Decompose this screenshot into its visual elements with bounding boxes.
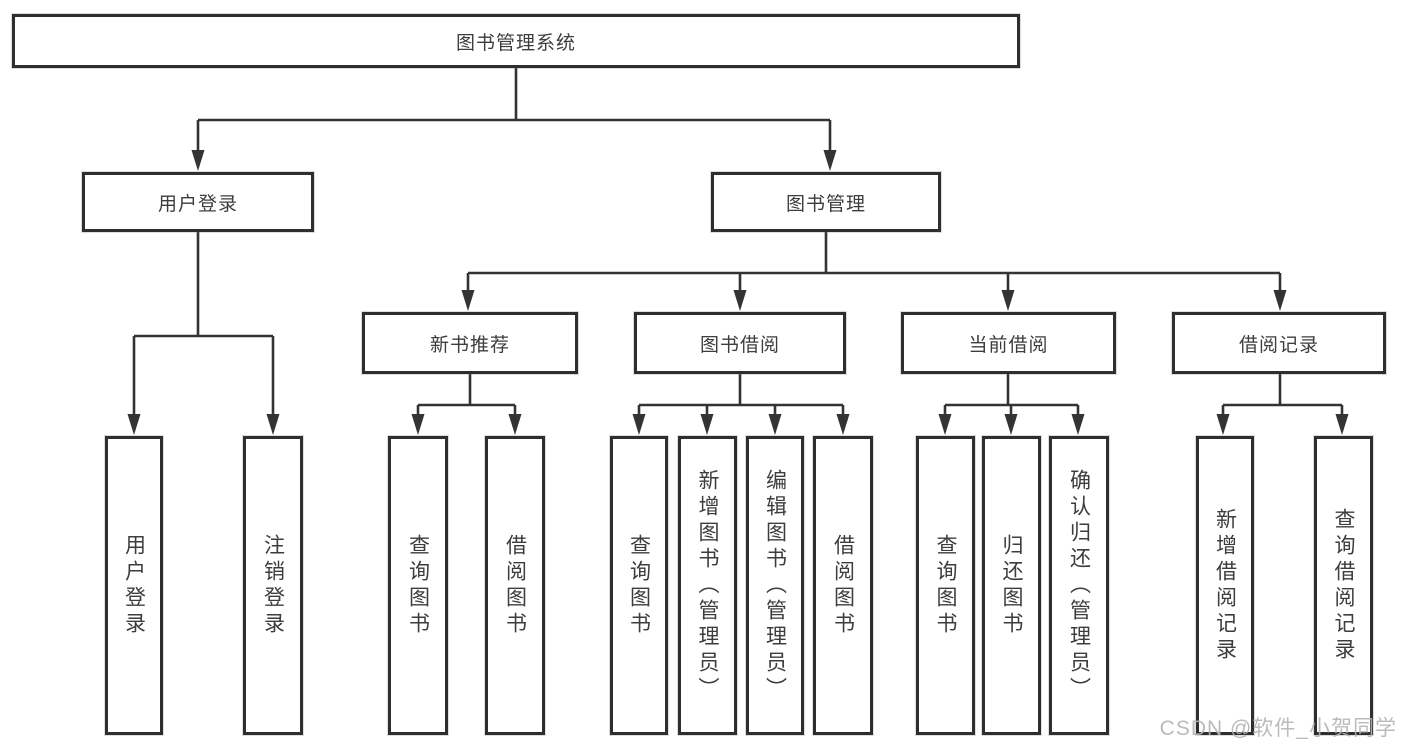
node-label: 图书管理系统 — [455, 32, 576, 54]
node-new-book-recommend: 新书推荐 — [362, 312, 578, 374]
leaf-query-borrow-record: 查询借阅记录 — [1314, 436, 1373, 735]
node-label: 归还图书 — [1000, 533, 1023, 638]
arrowhead-icons — [127, 150, 1349, 435]
node-label: 注销登录 — [261, 533, 285, 638]
leaf-confirm-return-admin: 确认归还（管理员） — [1049, 436, 1109, 735]
node-user-login: 用户登录 — [82, 172, 314, 232]
node-label: 当前借阅 — [968, 334, 1049, 356]
leaf-edit-books-admin: 编辑图书（管理员） — [746, 436, 804, 735]
leaf-add-borrow-record: 新增借阅记录 — [1196, 436, 1254, 735]
leaf-borrow-books: 借阅图书 — [813, 436, 873, 735]
node-label: 查询借阅记录 — [1332, 507, 1355, 664]
node-label: 新增借阅记录 — [1213, 507, 1237, 664]
node-label: 用户登录 — [122, 533, 146, 638]
node-label: 图书借阅 — [699, 334, 780, 356]
node-label: 用户登录 — [157, 193, 238, 215]
node-label: 查询图书 — [934, 533, 957, 638]
csdn-watermark: CSDN @软件_小贺同学 — [1159, 717, 1397, 740]
node-borrow-records: 借阅记录 — [1172, 312, 1386, 374]
node-book-borrowing: 图书借阅 — [634, 312, 846, 374]
node-current-borrowing: 当前借阅 — [901, 312, 1116, 374]
node-label: 图书管理 — [785, 193, 866, 215]
leaf-logout: 注销登录 — [243, 436, 303, 735]
leaf-query-books: 查询图书 — [388, 436, 448, 735]
node-label: 借阅记录 — [1238, 334, 1319, 356]
node-label: 借阅图书 — [831, 533, 855, 638]
node-label: 新增图书（管理员） — [696, 468, 719, 703]
leaf-add-books-admin: 新增图书（管理员） — [678, 436, 737, 735]
node-label: 确认归还（管理员） — [1067, 468, 1091, 703]
leaf-return-books: 归还图书 — [982, 436, 1041, 735]
leaf-query-books: 查询图书 — [916, 436, 975, 735]
node-label: 借阅图书 — [503, 533, 527, 638]
node-library-system: 图书管理系统 — [12, 14, 1020, 68]
node-book-management: 图书管理 — [711, 172, 941, 232]
leaf-borrow-books: 借阅图书 — [485, 436, 545, 735]
node-label: 新书推荐 — [429, 334, 510, 356]
node-label: 查询图书 — [406, 533, 430, 638]
node-label: 编辑图书（管理员） — [763, 468, 787, 703]
leaf-user-login: 用户登录 — [105, 436, 163, 735]
node-label: 查询图书 — [627, 533, 651, 638]
leaf-query-books: 查询图书 — [610, 436, 668, 735]
